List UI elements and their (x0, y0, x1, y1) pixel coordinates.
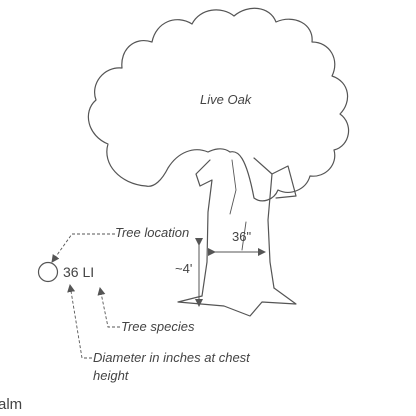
tree-canopy (87, 7, 350, 202)
diameter-label-line1: Diameter in inches at chest (93, 350, 250, 365)
diameter-label-line2: height (93, 368, 129, 383)
legend-leaders (51, 233, 120, 359)
trunk-width-label: 36" (232, 229, 252, 244)
tree-trunk (177, 157, 297, 317)
footer-partial-text: alm (0, 396, 23, 413)
species-name-label: Live Oak (200, 92, 252, 107)
symbol-code-label: 36 LI (63, 264, 95, 280)
tree-location-label: Tree location (115, 225, 190, 240)
height-label: ~4' (175, 261, 193, 276)
tree-location-circle (37, 261, 59, 283)
tree-species-label: Tree species (121, 319, 195, 334)
